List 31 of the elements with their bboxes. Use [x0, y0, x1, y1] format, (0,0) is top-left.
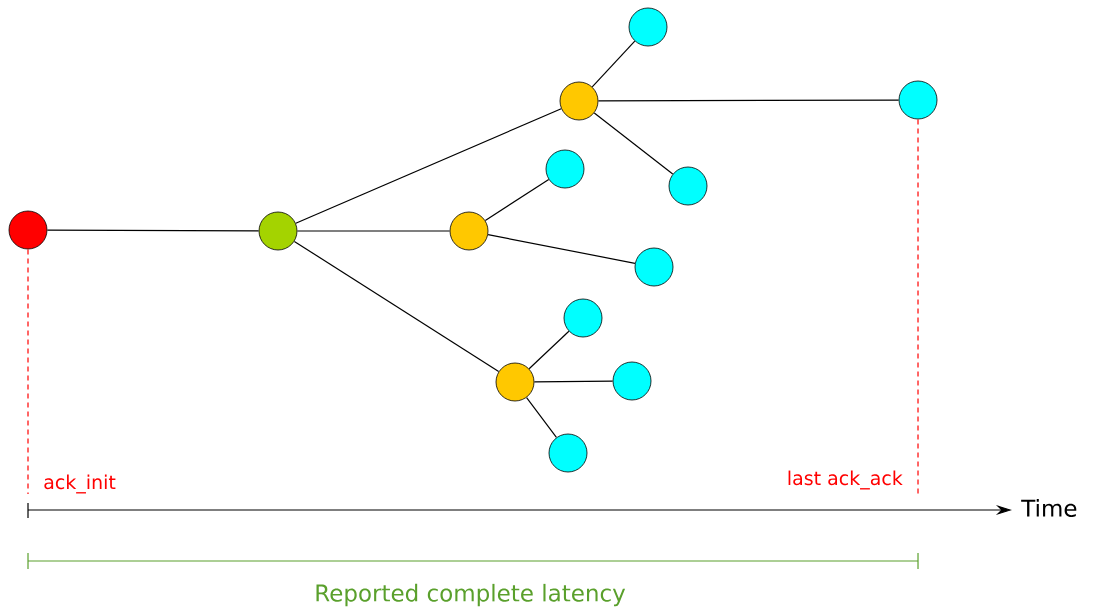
- connector-line: [591, 40, 636, 88]
- circle-node: [449, 211, 489, 251]
- connector-line: [597, 99, 900, 102]
- axis-label: ack_init: [44, 474, 116, 494]
- dashed-line: [917, 118, 919, 495]
- connector-line: [46, 229, 260, 232]
- circle-node: [898, 80, 938, 120]
- circle-node: [612, 361, 652, 401]
- connector-line: [533, 380, 614, 383]
- circle-node: [563, 298, 603, 338]
- connector-line: [293, 240, 500, 373]
- axis-label: Time: [1021, 499, 1077, 517]
- circle-node: [668, 166, 708, 206]
- connector-line: [296, 230, 451, 232]
- circle-node: [495, 362, 535, 402]
- connector-line: [487, 234, 636, 264]
- circle-node: [258, 211, 298, 251]
- axis-label: last ack_ack: [788, 470, 903, 490]
- connector-line: [528, 330, 570, 370]
- circle-node: [559, 81, 599, 121]
- connector-line: [526, 396, 557, 439]
- circle-node: [628, 7, 668, 47]
- circle-node: [548, 433, 588, 473]
- connector-line: [593, 112, 674, 175]
- circle-node: [634, 247, 674, 287]
- circle-node: [545, 149, 585, 189]
- connector-line: [484, 178, 550, 222]
- circle-node: [8, 210, 48, 250]
- axis-label: Reported complete latency: [316, 583, 626, 607]
- connector-line: [295, 108, 562, 224]
- dashed-line: [27, 248, 29, 495]
